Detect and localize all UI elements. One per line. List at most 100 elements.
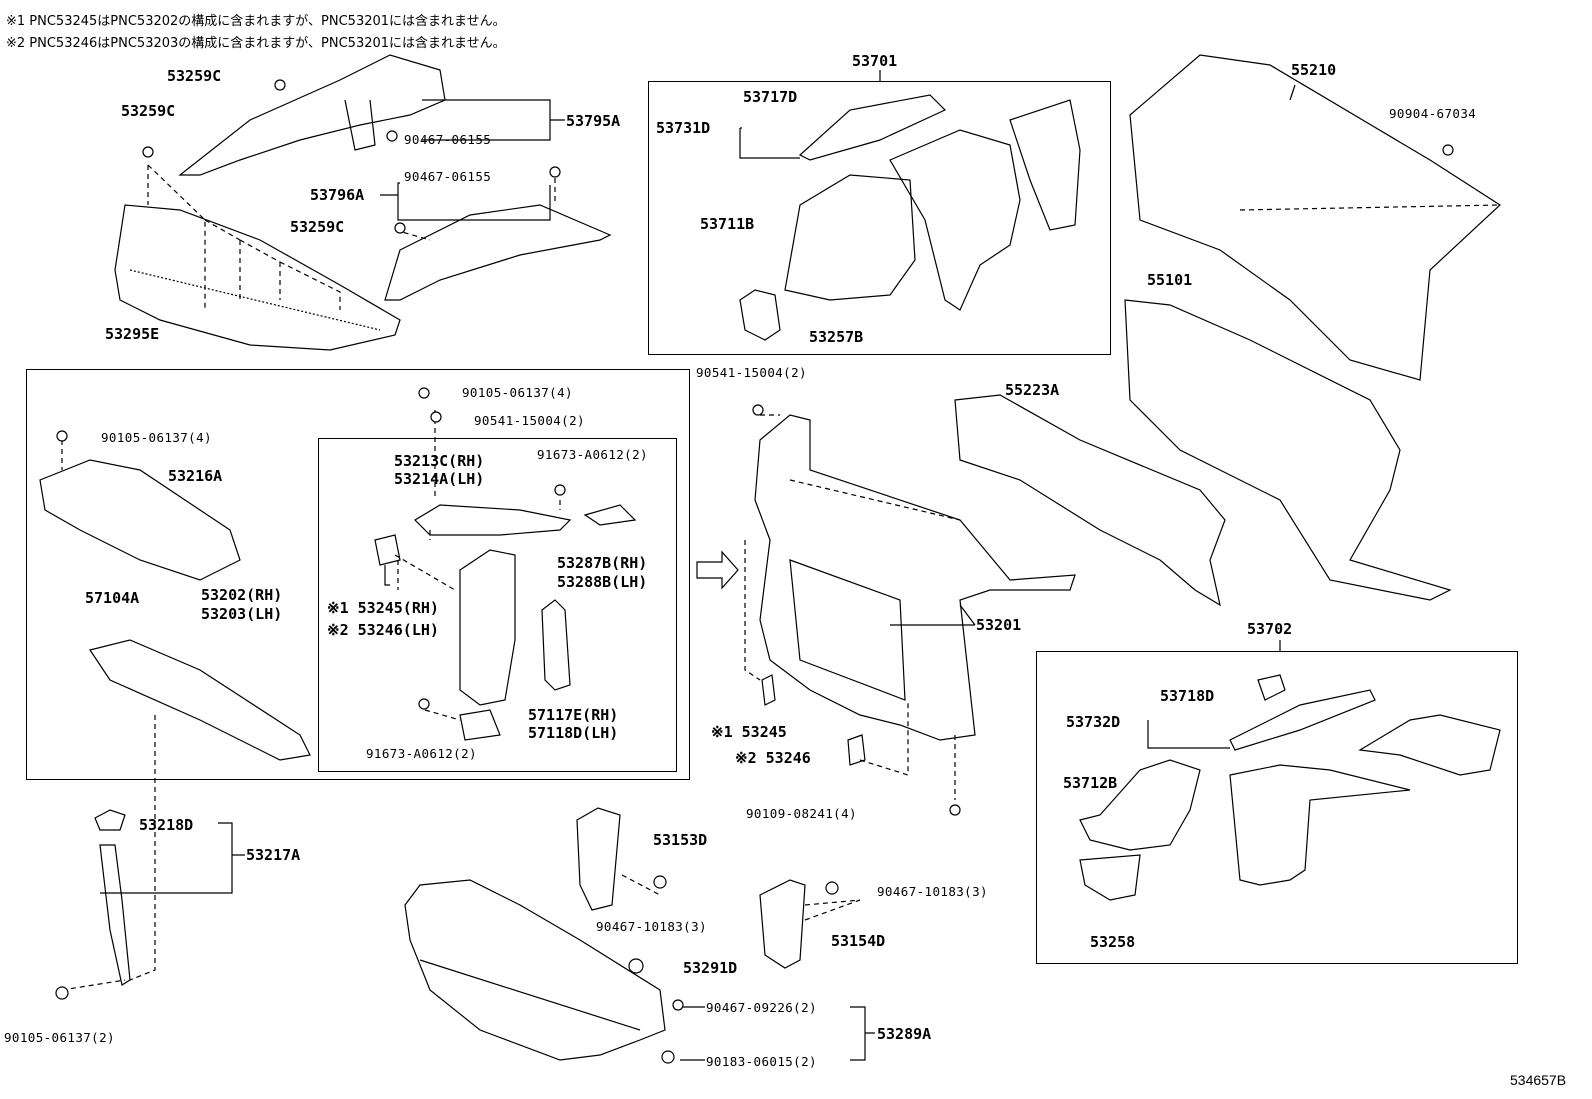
label-53245-rh: ※1 53245(RH) bbox=[327, 599, 439, 617]
part-57117E-shape bbox=[541, 599, 571, 691]
group-box-53702 bbox=[1036, 651, 1518, 964]
label-53796A: 53796A bbox=[310, 186, 365, 204]
part-53245-shape bbox=[374, 534, 401, 566]
label-53218D: 53218D bbox=[139, 816, 194, 834]
clip-90467-10183-a bbox=[653, 875, 667, 889]
part-55101-shape bbox=[1124, 299, 1452, 601]
bolt-90105-b bbox=[418, 387, 430, 399]
part-apron-shape bbox=[889, 129, 1021, 311]
part-53796A-shape bbox=[384, 204, 612, 301]
label-53295E: 53295E bbox=[105, 325, 160, 343]
label-90105-06137-2: 90105-06137(2) bbox=[4, 1030, 115, 1045]
clip-90467-09226 bbox=[672, 999, 684, 1011]
label-53289A: 53289A bbox=[877, 1025, 932, 1043]
part-53712B-shape bbox=[1079, 759, 1201, 851]
note-2: ※2 PNC53246はPNC53203の構成に含まれますが、PNC53201に… bbox=[6, 36, 506, 51]
part-53258-shape bbox=[1079, 854, 1141, 901]
label-53202: 53202(RH) bbox=[201, 586, 283, 604]
label-90467-10183-b: 90467-10183(3) bbox=[877, 884, 988, 899]
bolt-91673-b bbox=[418, 698, 430, 710]
bolt-90105-a bbox=[56, 430, 68, 442]
nut-90541-a bbox=[430, 411, 442, 423]
label-53795A: 53795A bbox=[566, 112, 621, 130]
part-53154D-shape bbox=[759, 879, 806, 969]
clip-90183 bbox=[661, 1050, 675, 1064]
part-53217A-shape bbox=[99, 844, 131, 986]
label-53291D: 53291D bbox=[683, 959, 738, 977]
part-53289A-shape bbox=[404, 879, 666, 1061]
note-1: ※1 PNC53245はPNC53202の構成に含まれますが、PNC53201に… bbox=[6, 14, 506, 29]
part-55223A-shape bbox=[954, 394, 1226, 607]
label-53154D: 53154D bbox=[831, 932, 886, 950]
part-53718D-shape bbox=[1257, 674, 1286, 701]
group-box-53701 bbox=[648, 81, 1111, 355]
clip-53259C-c bbox=[394, 222, 406, 234]
clip-53259C-a bbox=[274, 79, 286, 91]
part-53245-bracket-shape bbox=[761, 674, 776, 706]
label-53718D: 53718D bbox=[1160, 687, 1215, 705]
label-57118D: 57118D(LH) bbox=[528, 724, 619, 742]
part-53216A-shape bbox=[39, 459, 241, 581]
label-90183-06015: 90183-06015(2) bbox=[706, 1054, 817, 1069]
label-90541-15004-in: 90541-15004(2) bbox=[474, 413, 585, 428]
label-91673-A0612-a: 91673-A0612(2) bbox=[537, 447, 648, 462]
part-53202-side-shape bbox=[459, 549, 516, 706]
label-53245: ※1 53245 bbox=[711, 723, 787, 741]
label-53259C-c: 53259C bbox=[290, 218, 345, 236]
label-53717D: 53717D bbox=[743, 88, 798, 106]
label-53214A: 53214A(LH) bbox=[394, 470, 485, 488]
label-91673-A0612-b: 91673-A0612(2) bbox=[366, 746, 477, 761]
label-57117E: 57117E(RH) bbox=[528, 706, 619, 724]
label-53711B: 53711B bbox=[700, 215, 755, 233]
part-53732D-shape bbox=[1229, 689, 1376, 751]
bolt-90467-a bbox=[386, 130, 398, 142]
part-53711B-shape bbox=[784, 174, 916, 301]
group-box-53202-sub bbox=[318, 438, 677, 772]
label-90467-06155-a: 90467-06155 bbox=[404, 132, 492, 147]
label-90105-06137-4b: 90105-06137(4) bbox=[462, 385, 573, 400]
group-box-53202 bbox=[26, 369, 690, 780]
label-53213C: 53213C(RH) bbox=[394, 452, 485, 470]
part-53257B-shape bbox=[739, 289, 781, 341]
part-53287B-shape bbox=[583, 504, 637, 526]
part-53153D-shape bbox=[576, 807, 621, 911]
clip-53291D bbox=[628, 958, 644, 974]
label-53731D: 53731D bbox=[656, 119, 711, 137]
label-57104A: 57104A bbox=[85, 589, 140, 607]
part-53218D-shape bbox=[94, 809, 126, 831]
bolt-90109 bbox=[949, 804, 961, 816]
label-53258: 53258 bbox=[1090, 933, 1136, 951]
label-90467-06155-b: 90467-06155 bbox=[404, 169, 492, 184]
clip-90467-10183-b bbox=[825, 881, 839, 895]
label-90109-08241: 90109-08241(4) bbox=[746, 806, 857, 821]
clip-90904 bbox=[1442, 144, 1454, 156]
label-53287B: 53287B(RH) bbox=[557, 554, 648, 572]
label-53257B: 53257B bbox=[809, 328, 864, 346]
label-55223A: 55223A bbox=[1005, 381, 1060, 399]
part-55210-shape bbox=[1129, 54, 1501, 381]
label-53246: ※2 53246 bbox=[735, 749, 811, 767]
part-53246-bracket-shape bbox=[847, 734, 866, 766]
bolt-90467-b bbox=[549, 166, 561, 178]
nut-90541-b bbox=[752, 404, 764, 416]
label-53201: 53201 bbox=[976, 616, 1022, 634]
assembly-arrow bbox=[696, 550, 739, 590]
label-55101: 55101 bbox=[1147, 271, 1193, 289]
label-90904-67034: 90904-67034 bbox=[1389, 106, 1477, 121]
label-90467-09226: 90467-09226(2) bbox=[706, 1000, 817, 1015]
label-90541-15004-top: 90541-15004(2) bbox=[696, 365, 807, 380]
part-53213C-shape bbox=[414, 504, 572, 536]
bolt-91673-a bbox=[554, 484, 566, 496]
label-90467-10183-a: 90467-10183(3) bbox=[596, 919, 707, 934]
label-53732D: 53732D bbox=[1066, 713, 1121, 731]
label-53216A: 53216A bbox=[168, 467, 223, 485]
label-53288B: 53288B(LH) bbox=[557, 573, 648, 591]
catalog-number: 534657B bbox=[1510, 1072, 1567, 1088]
label-53153D: 53153D bbox=[653, 831, 708, 849]
part-53295E-shape bbox=[114, 204, 401, 351]
label-55210: 55210 bbox=[1291, 61, 1337, 79]
part-53731D-shape bbox=[798, 94, 947, 161]
part-53201-shape bbox=[754, 414, 1076, 741]
label-53259C-b: 53259C bbox=[121, 102, 176, 120]
